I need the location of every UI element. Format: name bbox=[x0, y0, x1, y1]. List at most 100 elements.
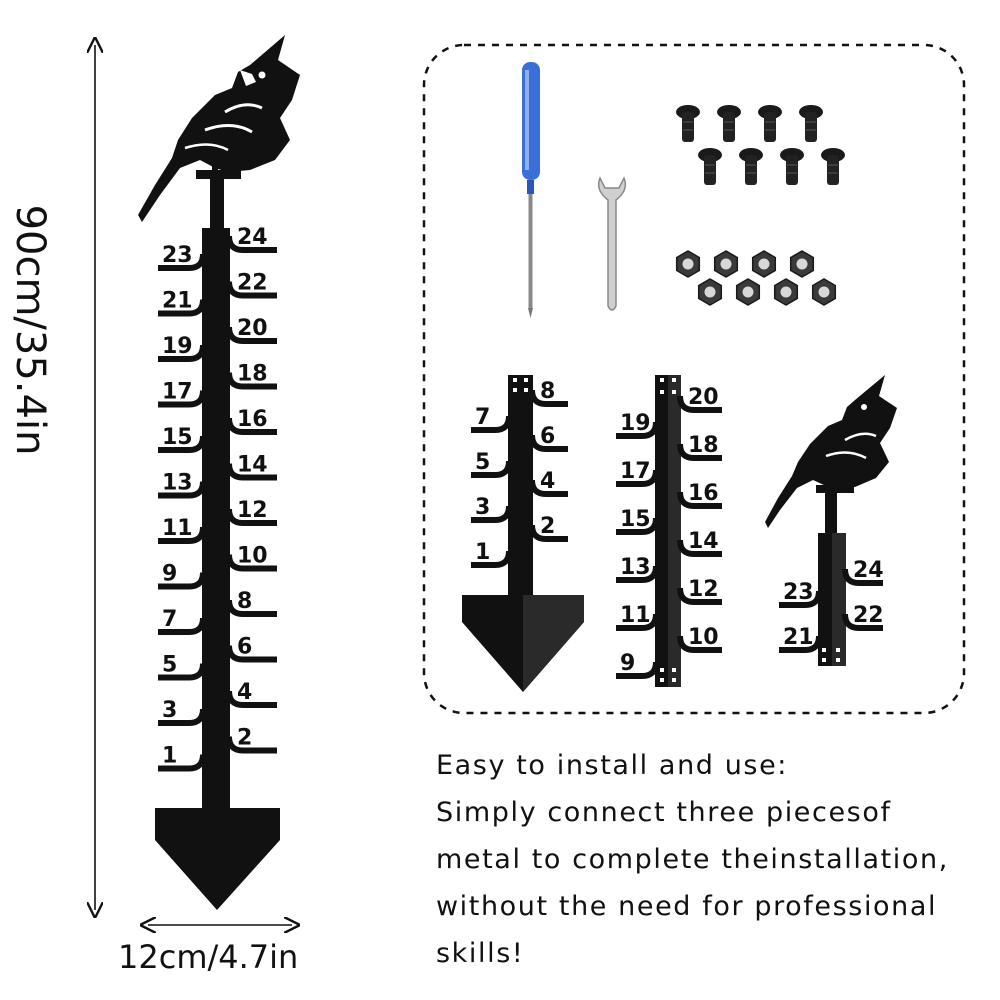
branch bbox=[616, 661, 659, 679]
branch bbox=[471, 460, 512, 478]
branch bbox=[616, 517, 659, 535]
branch bbox=[158, 663, 206, 681]
screw-icon bbox=[821, 148, 845, 185]
description-line: without the need for professional bbox=[436, 891, 938, 922]
screw-icon bbox=[780, 148, 804, 185]
branch-number: 13 bbox=[620, 555, 651, 580]
branch-number: 7 bbox=[475, 405, 490, 430]
branch bbox=[616, 565, 659, 583]
cardinal-bird-icon bbox=[765, 375, 897, 528]
branch-number: 23 bbox=[783, 580, 814, 605]
branch bbox=[529, 389, 568, 407]
branch bbox=[779, 590, 822, 608]
screw-icon bbox=[676, 105, 700, 142]
branch-number: 8 bbox=[540, 379, 555, 404]
wrench-icon bbox=[597, 176, 627, 311]
branch bbox=[158, 617, 206, 635]
stake-branches: 2321191715131197531242220181614121086427… bbox=[158, 225, 884, 772]
branch-number: 10 bbox=[237, 544, 268, 569]
branch-number: 22 bbox=[237, 271, 268, 296]
description-line: Easy to install and use: bbox=[436, 750, 788, 781]
nut-icon bbox=[751, 250, 777, 278]
branch-number: 20 bbox=[688, 385, 719, 410]
branch-number: 19 bbox=[162, 334, 193, 359]
branch bbox=[226, 372, 277, 390]
branch bbox=[158, 299, 206, 317]
branch-number: 17 bbox=[162, 380, 193, 405]
branch bbox=[779, 635, 822, 653]
branch-number: 1 bbox=[162, 744, 177, 769]
branch-number: 4 bbox=[237, 680, 252, 705]
description: Easy to install and use: Simply connect … bbox=[436, 742, 996, 977]
nut-icon bbox=[773, 278, 799, 306]
nut-icon bbox=[789, 250, 815, 278]
branch-number: 16 bbox=[688, 481, 719, 506]
branch-number: 19 bbox=[620, 411, 651, 436]
branch-number: 11 bbox=[162, 516, 193, 541]
branch bbox=[226, 690, 277, 708]
screws-group bbox=[676, 105, 845, 185]
branch-number: 8 bbox=[237, 589, 252, 614]
branch-number: 4 bbox=[540, 469, 555, 494]
screw-icon bbox=[739, 148, 763, 185]
branch bbox=[158, 708, 206, 726]
branch bbox=[158, 572, 206, 590]
branch bbox=[158, 390, 206, 408]
branch bbox=[529, 524, 568, 542]
branch-number: 21 bbox=[783, 625, 814, 650]
branch-number: 20 bbox=[237, 316, 268, 341]
branch-number: 12 bbox=[688, 577, 719, 602]
branch bbox=[471, 505, 512, 523]
branch bbox=[677, 587, 722, 605]
branch bbox=[529, 479, 568, 497]
branch bbox=[616, 613, 659, 631]
branch bbox=[616, 469, 659, 487]
nut-icon bbox=[697, 278, 723, 306]
branch bbox=[226, 463, 277, 481]
branch-number: 14 bbox=[237, 453, 268, 478]
branch bbox=[226, 508, 277, 526]
branch-number: 7 bbox=[162, 607, 177, 632]
nut-icon bbox=[735, 278, 761, 306]
branch bbox=[158, 481, 206, 499]
branch-number: 18 bbox=[237, 362, 268, 387]
description-line: metal to complete theinstallation, bbox=[436, 844, 949, 875]
bottom-piece bbox=[462, 375, 584, 692]
branch bbox=[616, 421, 659, 439]
branch-number: 17 bbox=[620, 459, 651, 484]
nut-icon bbox=[675, 250, 701, 278]
branch bbox=[677, 635, 722, 653]
branch bbox=[226, 235, 277, 253]
branch-number: 15 bbox=[620, 507, 651, 532]
branch-number: 5 bbox=[475, 450, 490, 475]
nut-icon bbox=[713, 250, 739, 278]
branch bbox=[226, 326, 277, 344]
branch-number: 3 bbox=[475, 495, 490, 520]
branch-number: 21 bbox=[162, 289, 193, 314]
screw-icon bbox=[698, 148, 722, 185]
branch bbox=[842, 568, 883, 586]
branch bbox=[158, 253, 206, 271]
screwdriver-icon bbox=[522, 62, 540, 318]
nuts-group bbox=[675, 250, 837, 306]
middle-piece bbox=[655, 375, 681, 687]
branch-number: 24 bbox=[237, 225, 268, 250]
branch bbox=[677, 539, 722, 557]
branch-number: 15 bbox=[162, 425, 193, 450]
branch-number: 13 bbox=[162, 471, 193, 496]
branch bbox=[226, 645, 277, 663]
branch bbox=[158, 526, 206, 544]
branch-number: 9 bbox=[162, 562, 177, 587]
branch-number: 1 bbox=[475, 540, 490, 565]
branch-number: 11 bbox=[620, 603, 651, 628]
branch-number: 3 bbox=[162, 698, 177, 723]
branch-number: 16 bbox=[237, 407, 268, 432]
screw-icon bbox=[717, 105, 741, 142]
branch-number: 5 bbox=[162, 653, 177, 678]
branch-number: 24 bbox=[853, 558, 884, 583]
branch-number: 22 bbox=[853, 603, 884, 628]
branch bbox=[842, 613, 883, 631]
branch bbox=[677, 395, 722, 413]
branch bbox=[158, 754, 206, 772]
